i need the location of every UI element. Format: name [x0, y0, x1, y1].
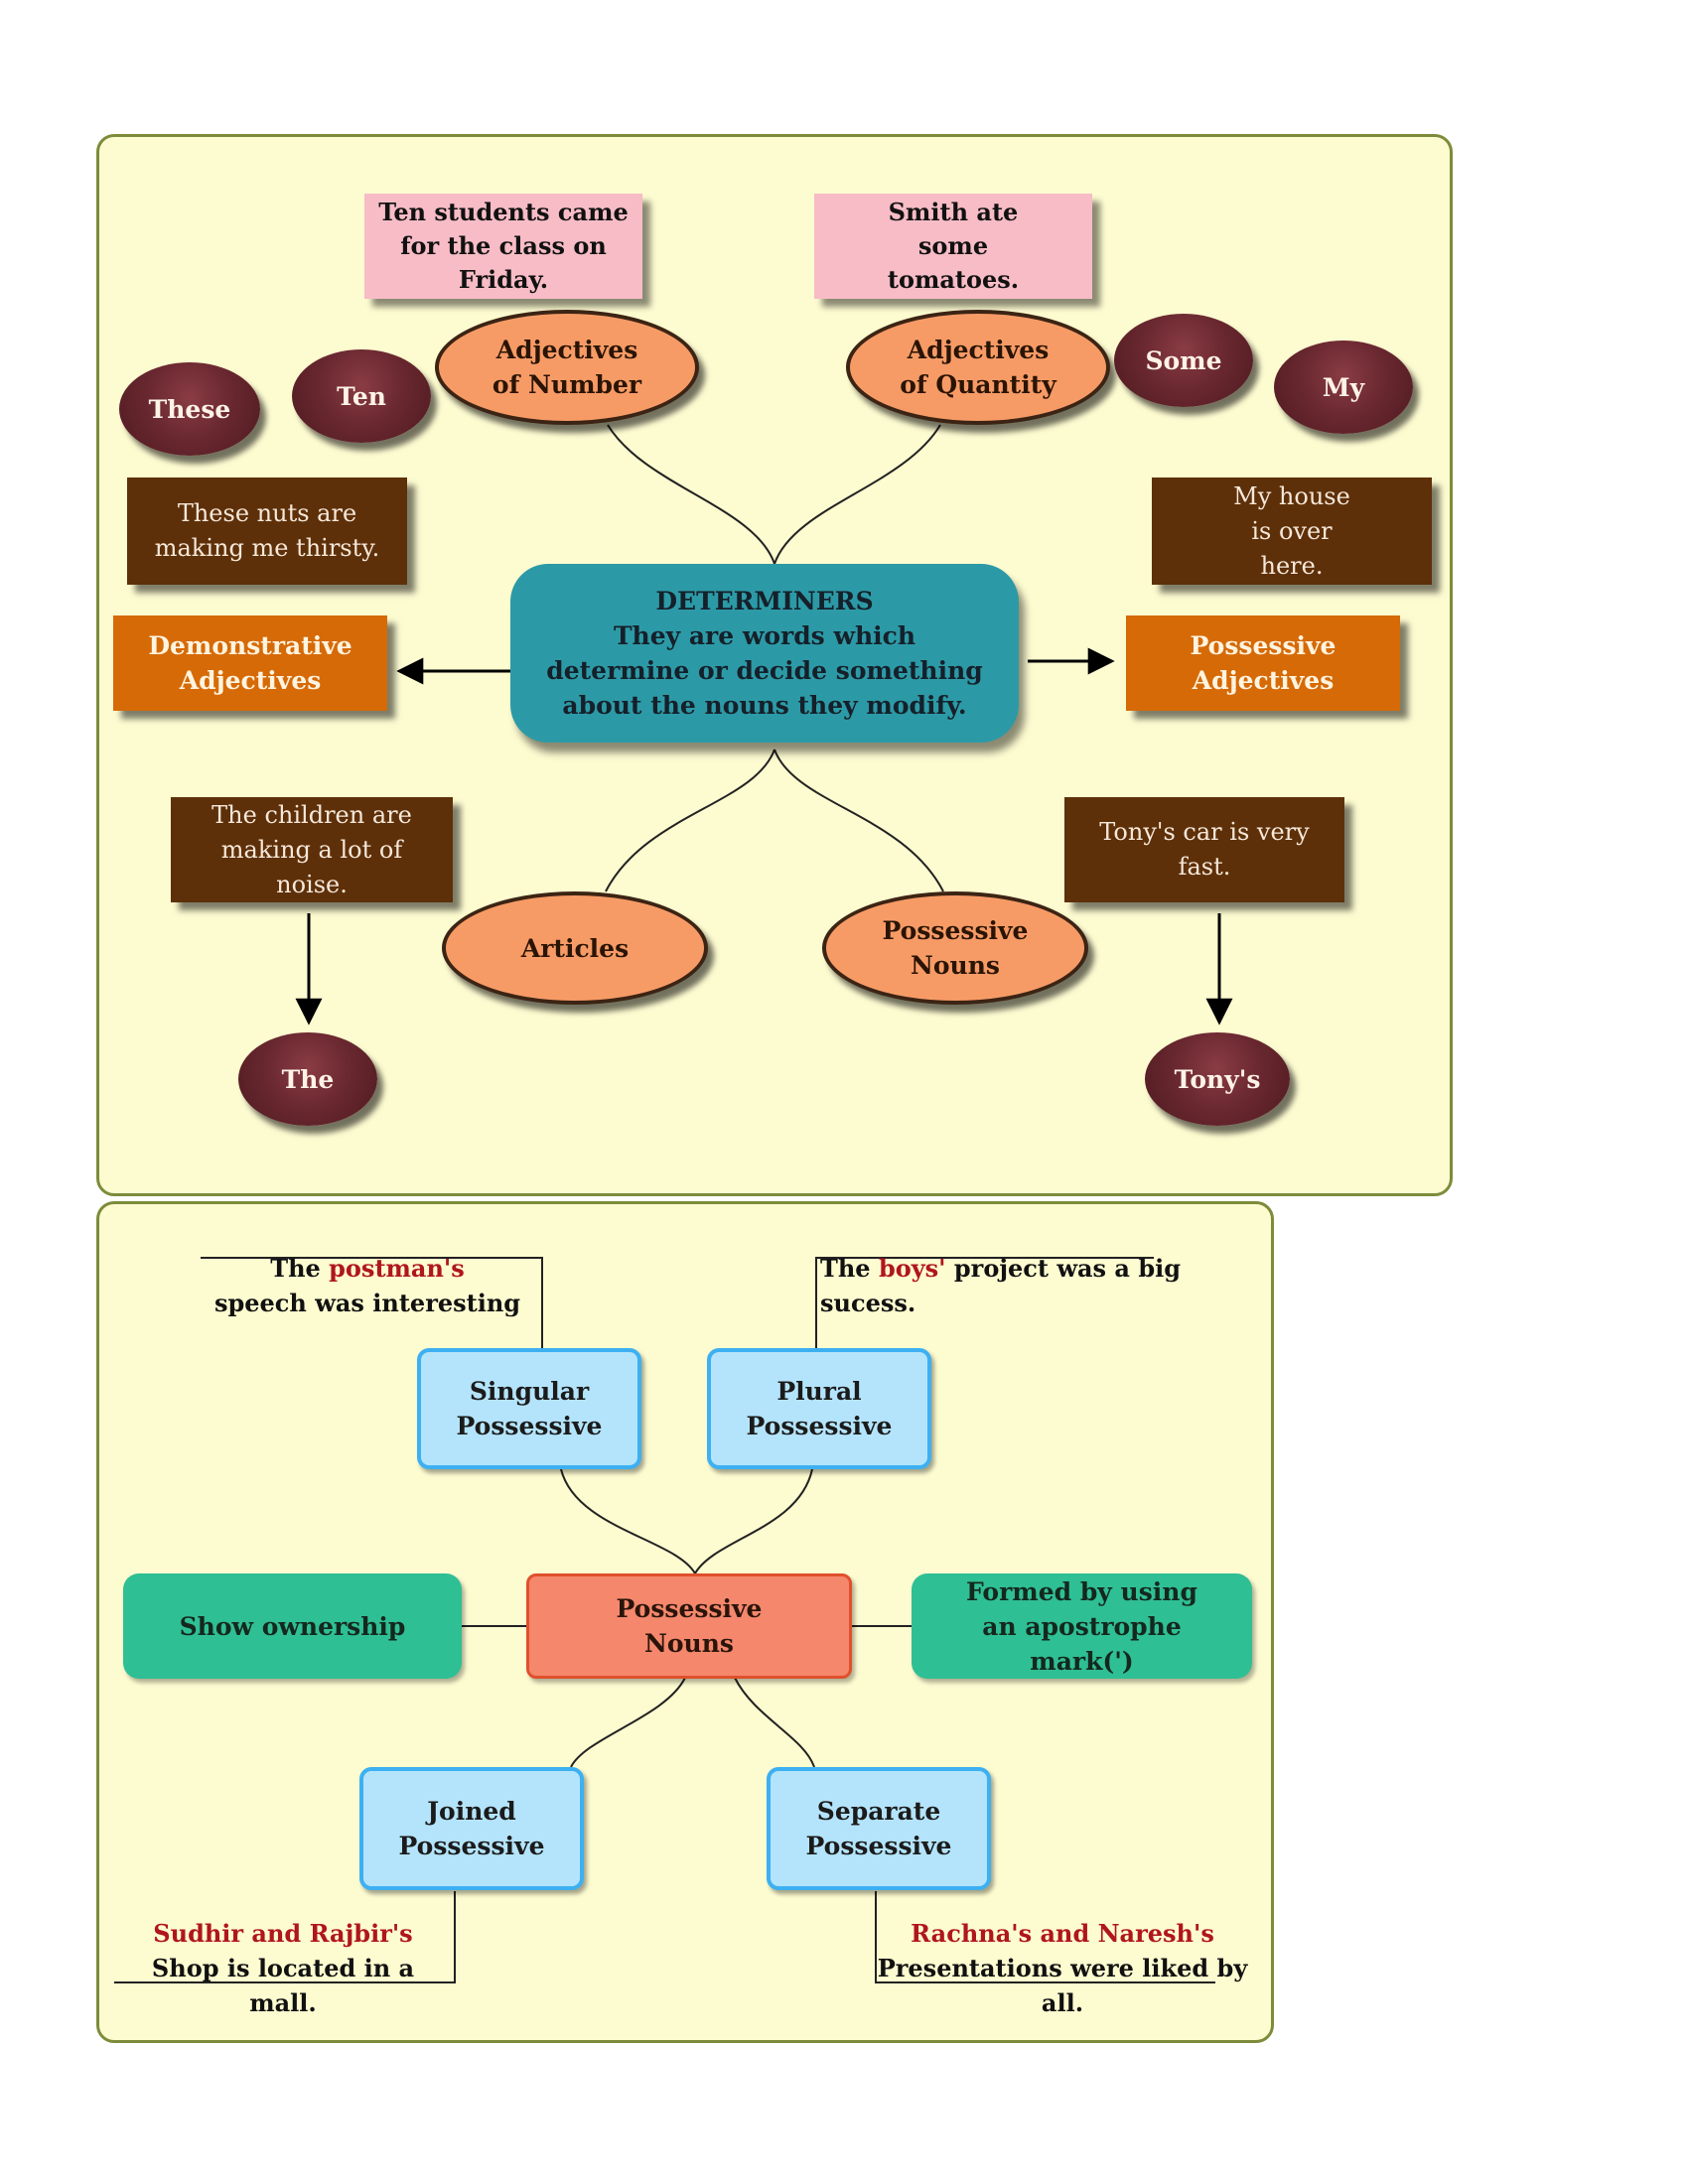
singular-example-pre: The	[270, 1254, 330, 1283]
formed-by-apostrophe-node: Formed by using an apostrophe mark(')	[912, 1573, 1252, 1679]
determiners-title: DETERMINERS	[655, 587, 874, 615]
joined-example-post: Shop is located in a mall.	[151, 1954, 415, 2017]
determiners-center-node: DETERMINERS They are words which determi…	[510, 564, 1019, 743]
possessive-nouns-oval-node: Possessive Nouns	[822, 891, 1088, 1005]
possessive-adjective-example: My house is over here.	[1152, 478, 1432, 585]
articles-example: The children are making a lot of noise.	[171, 797, 453, 902]
plural-example-highlight: boys'	[878, 1254, 946, 1283]
plural-example-pre: The	[820, 1254, 879, 1283]
joined-example-highlight: Sudhir and Rajbir's	[153, 1919, 413, 1948]
possessive-adjectives-node: Possessive Adjectives	[1126, 615, 1400, 711]
singular-example-highlight: postman's	[329, 1254, 465, 1283]
word-these: These	[119, 362, 260, 456]
possessive-nouns-example: Tony's car is very fast.	[1064, 797, 1344, 902]
separate-example-post: Presentations were liked by all.	[877, 1954, 1248, 2017]
number-example: Ten students came for the class on Frida…	[364, 194, 642, 299]
articles-node: Articles	[442, 891, 708, 1005]
adjectives-of-number-node: Adjectives of Number	[435, 310, 699, 425]
word-tonys: Tony's	[1145, 1032, 1290, 1126]
singular-example: The postman's speech was interesting	[209, 1251, 526, 1320]
plural-example: The boys' project was a big sucess.	[820, 1251, 1237, 1320]
separate-possessive-node: Separate Possessive	[767, 1767, 991, 1890]
word-the: The	[238, 1032, 377, 1126]
possessive-nouns-center-node: Possessive Nouns	[526, 1573, 852, 1679]
word-some: Some	[1114, 314, 1253, 407]
joined-possessive-node: Joined Possessive	[359, 1767, 584, 1890]
word-ten: Ten	[292, 349, 431, 443]
separate-example: Rachna's and Naresh's Presentations were…	[874, 1916, 1251, 2020]
separate-example-highlight: Rachna's and Naresh's	[911, 1919, 1214, 1948]
singular-possessive-node: Singular Possessive	[417, 1348, 641, 1469]
demonstrative-example: These nuts are making me thirsty.	[127, 478, 407, 585]
joined-example: Sudhir and Rajbir's Shop is located in a…	[119, 1916, 447, 2020]
word-my: My	[1274, 341, 1413, 434]
plural-possessive-node: Plural Possessive	[707, 1348, 931, 1469]
singular-example-post: speech was interesting	[213, 1289, 521, 1317]
show-ownership-node: Show ownership	[123, 1573, 462, 1679]
quantity-example: Smith ate some tomatoes.	[814, 194, 1092, 299]
demonstrative-adjectives-node: Demonstrative Adjectives	[113, 615, 387, 711]
adjectives-of-quantity-node: Adjectives of Quantity	[846, 310, 1110, 425]
determiners-definition: They are words which determine or decide…	[546, 621, 983, 720]
plural-example-post: project was a big sucess.	[820, 1254, 1181, 1317]
